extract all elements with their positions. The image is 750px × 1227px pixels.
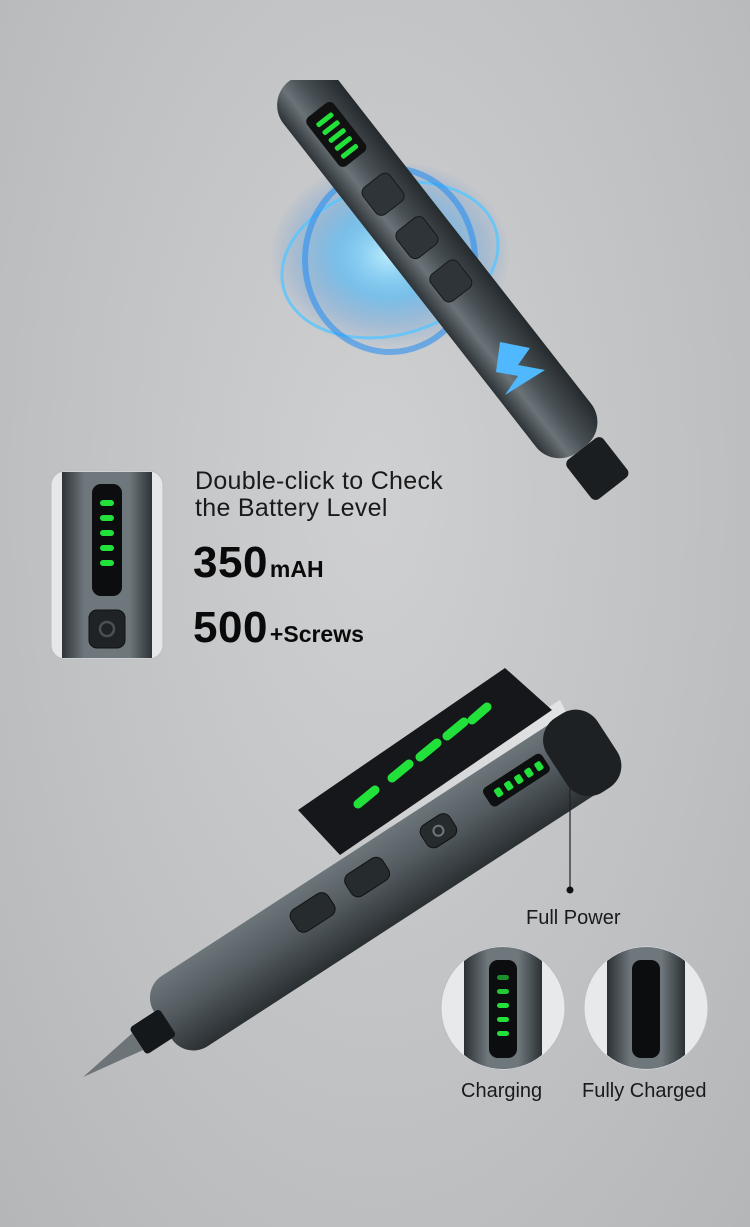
led-bar <box>328 128 346 143</box>
led-bar <box>497 975 509 980</box>
battery-capacity-stat: 350mAH <box>193 538 324 588</box>
forward-button <box>395 216 439 260</box>
fully-charged-indicator <box>583 945 709 1071</box>
fully-charged-label: Fully Charged <box>582 1080 707 1102</box>
led-bar <box>514 774 524 785</box>
full-power-label: Full Power <box>526 907 621 929</box>
screwdriver-collar <box>566 437 629 500</box>
stat-unit: mAH <box>269 556 324 582</box>
forward-button <box>344 856 391 898</box>
power-icon <box>98 620 116 638</box>
bottom-screwdriver-illustration <box>83 668 622 1077</box>
screwdriver-bit <box>83 1033 144 1077</box>
battery-closeup-panel <box>50 470 164 660</box>
screwdriver-collar <box>130 1010 176 1054</box>
led-bar <box>340 144 359 159</box>
power-button <box>419 813 458 849</box>
power-button <box>88 609 126 649</box>
led-bar <box>497 989 509 994</box>
led-bar <box>534 761 544 772</box>
led-bar <box>497 1003 509 1008</box>
led-window <box>632 960 660 1058</box>
callout-dot <box>566 886 574 894</box>
led-bar <box>316 112 334 128</box>
led-bar <box>442 717 469 741</box>
reverse-button <box>289 892 336 933</box>
led-window <box>489 960 517 1058</box>
led-bar <box>387 759 414 783</box>
led-bar <box>100 515 114 521</box>
led-bar <box>353 785 380 809</box>
screws-stat: 500+Screws <box>193 603 364 653</box>
stat-unit: +Screws <box>269 621 364 647</box>
reverse-button <box>429 259 473 303</box>
stat-value: 500 <box>193 603 268 652</box>
led-window <box>92 484 122 596</box>
led-bar <box>100 560 114 566</box>
led-bar <box>100 545 114 551</box>
led-zoom-window <box>298 668 552 855</box>
stat-value: 350 <box>193 538 268 587</box>
headline: Double-click to Check the Battery Level <box>195 468 443 522</box>
led-bar <box>415 738 442 762</box>
charging-indicator <box>440 945 566 1071</box>
led-bar <box>100 530 114 536</box>
power-button <box>361 172 405 216</box>
led-bar <box>494 787 504 798</box>
led-bar <box>504 780 514 791</box>
headline-line2: the Battery Level <box>195 494 388 522</box>
led-bar <box>334 136 352 151</box>
led-bar <box>467 702 492 725</box>
led-bar <box>497 1031 509 1036</box>
headline-line1: Double-click to Check <box>195 467 444 495</box>
led-bar <box>524 767 534 778</box>
top-screwdriver-illustration <box>270 80 629 500</box>
led-bar <box>497 1017 509 1022</box>
led-bar <box>100 500 114 506</box>
lightning-icon <box>496 342 545 395</box>
power-icon <box>432 824 445 837</box>
led-bar <box>322 120 340 136</box>
charging-label: Charging <box>461 1080 543 1102</box>
